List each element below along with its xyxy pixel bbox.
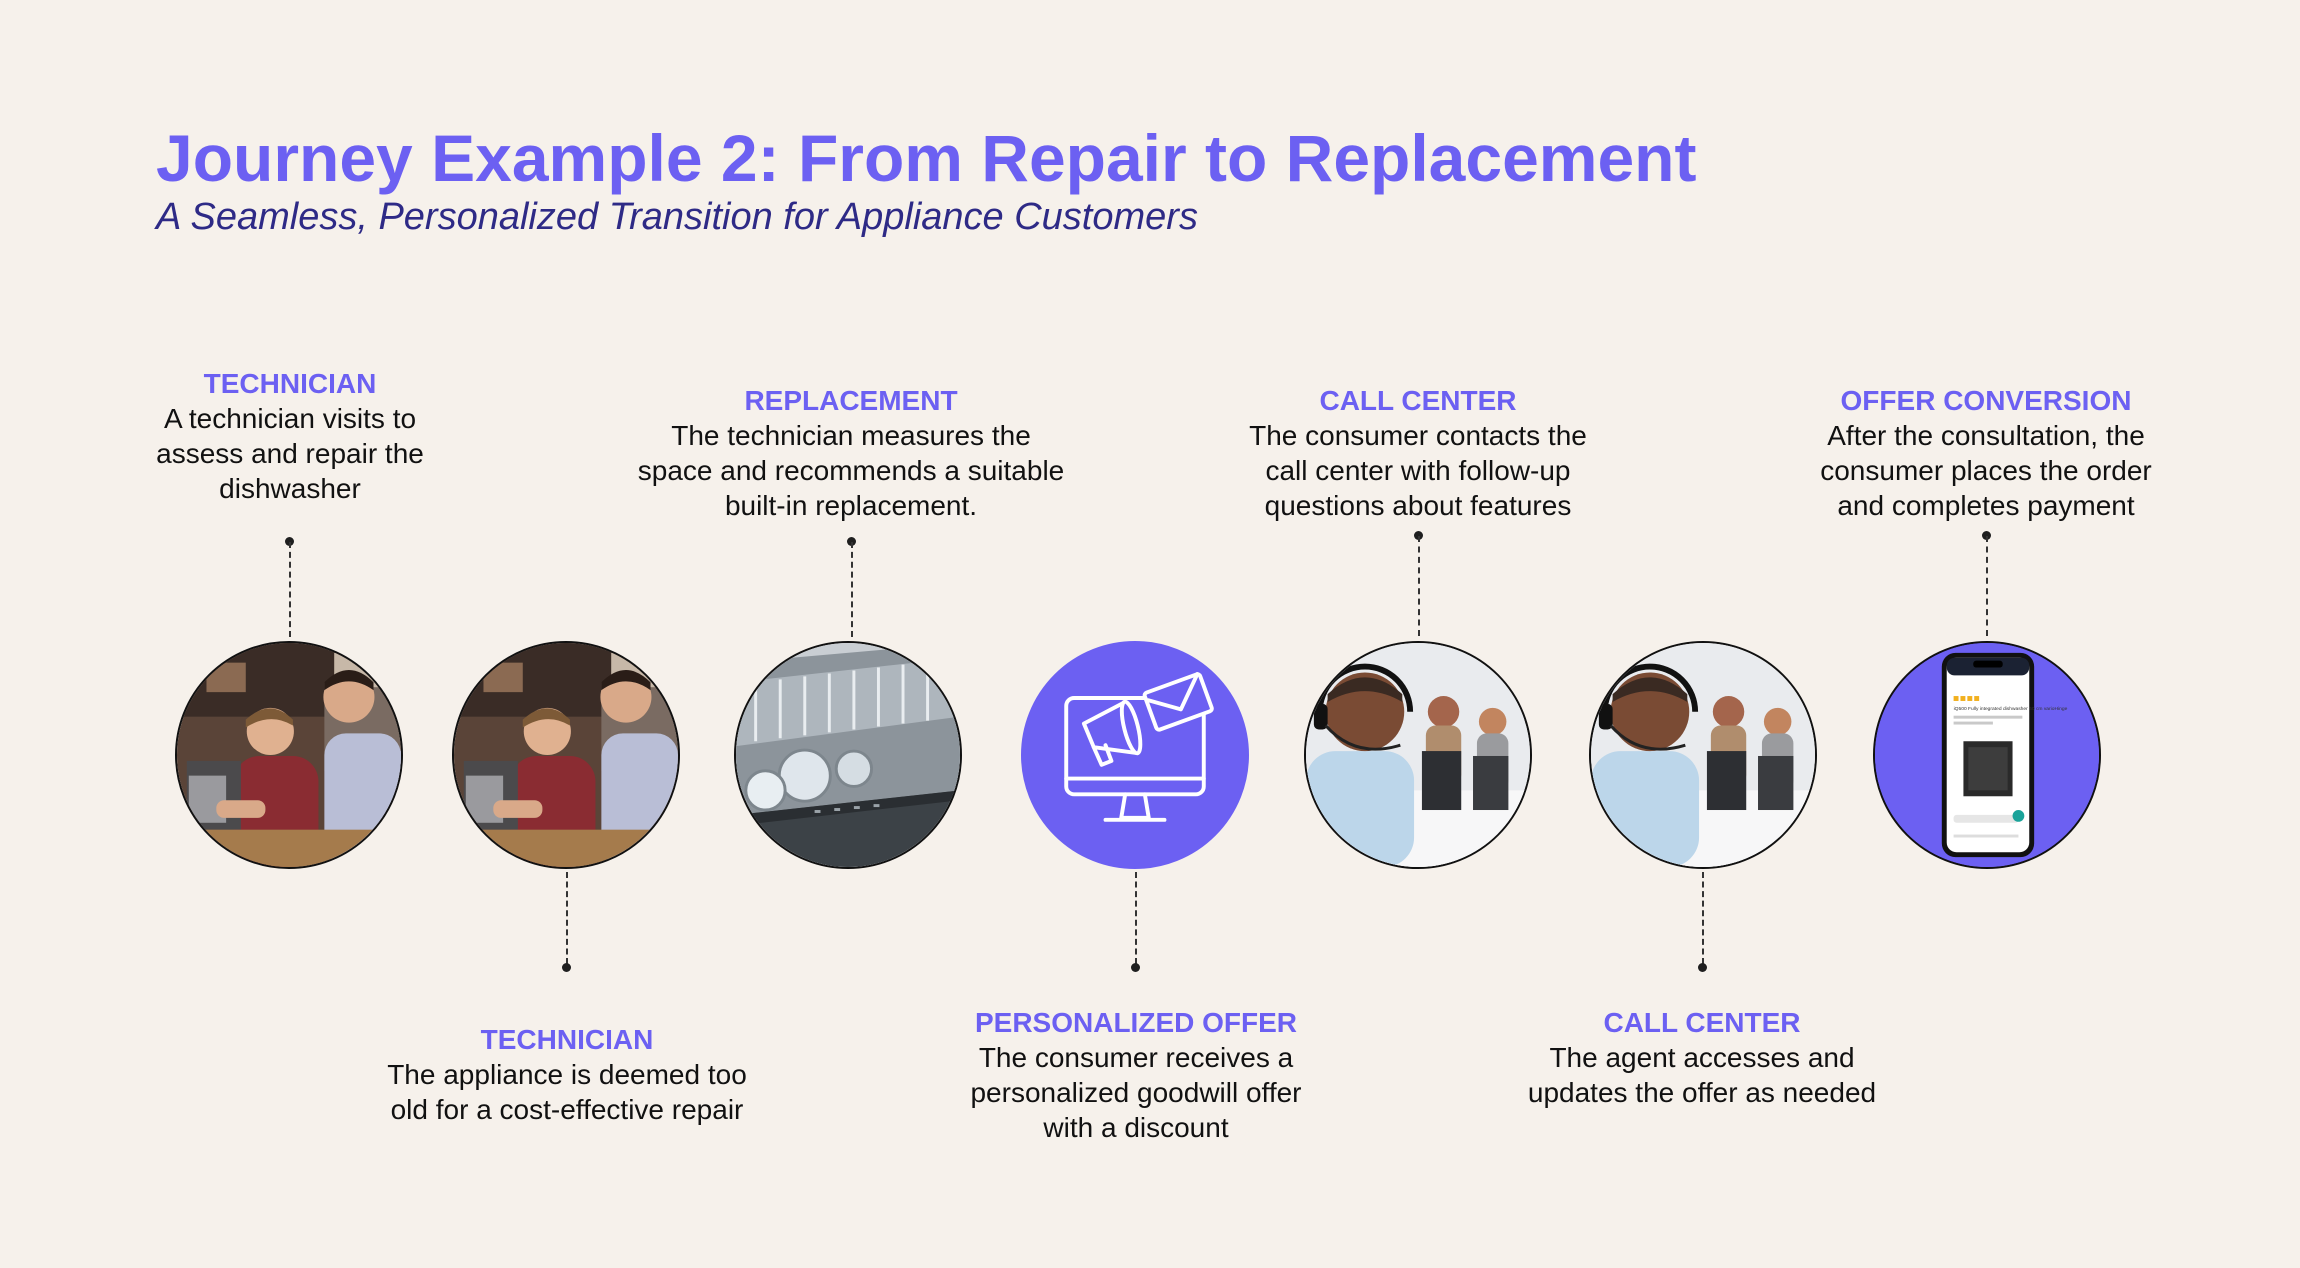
step-2-technician-image <box>452 641 680 869</box>
step-2-connector-dot <box>562 963 571 972</box>
step-6-call-center-image <box>1589 641 1817 869</box>
dishwasher-photo <box>736 643 960 867</box>
page-subtitle: A Seamless, Personalized Transition for … <box>156 196 1198 238</box>
step-1-connector-line <box>289 542 291 637</box>
step-5-heading: CALL CENTER <box>1319 385 1517 416</box>
step-3-text: The technician measures the space and re… <box>637 420 1065 521</box>
step-7-connector-line <box>1986 536 1988 636</box>
step-4-text: The consumer receives a personalized goo… <box>970 1042 1302 1143</box>
step-3-dishwasher-image <box>734 641 962 869</box>
step-6-heading: CALL CENTER <box>1603 1007 1801 1038</box>
step-2-connector-line <box>566 872 568 964</box>
technician-photo <box>177 643 401 867</box>
step-6-text: The agent accesses and updates the offer… <box>1527 1042 1877 1108</box>
step-7-heading: OFFER CONVERSION <box>1840 385 2132 416</box>
smartphone-photo: iQ500 Fully integrated dishwasher 60 cm … <box>1875 643 2099 867</box>
step-4-offer-image <box>1021 641 1249 869</box>
title-rest: From Repair to Replacement <box>797 121 1697 195</box>
step-7-label: OFFER CONVERSION After the consultation,… <box>1766 384 2206 523</box>
megaphone-monitor-icon <box>1064 672 1214 822</box>
step-7-connector-dot <box>1982 531 1991 540</box>
step-5-label: CALL CENTER The consumer contacts the ca… <box>1198 384 1638 523</box>
call-center-photo <box>1591 643 1815 867</box>
page-title: Journey Example 2: From Repair to Replac… <box>156 118 1696 198</box>
step-1-text: A technician visits to assess and repair… <box>156 403 424 504</box>
step-5-connector-dot <box>1414 531 1423 540</box>
step-2-label: TECHNICIAN The appliance is deemed too o… <box>347 1023 787 1127</box>
step-3-heading: REPLACEMENT <box>744 385 958 416</box>
step-7-text: After the consultation, the consumer pla… <box>1820 420 2152 521</box>
technician-photo <box>454 643 678 867</box>
step-2-text: The appliance is deemed too old for a co… <box>387 1059 747 1125</box>
step-7-smartphone-image: iQ500 Fully integrated dishwasher 60 cm … <box>1873 641 2101 869</box>
step-5-text: The consumer contacts the call center wi… <box>1249 420 1587 521</box>
step-1-technician-image <box>175 641 403 869</box>
step-3-connector-dot <box>847 537 856 546</box>
step-1-heading: TECHNICIAN <box>203 368 377 399</box>
step-4-connector-dot <box>1131 963 1140 972</box>
step-4-connector-line <box>1135 872 1137 964</box>
step-5-connector-line <box>1418 536 1420 636</box>
step-2-heading: TECHNICIAN <box>480 1024 654 1055</box>
title-bold: Journey Example 2: <box>156 121 780 195</box>
step-5-call-center-image <box>1304 641 1532 869</box>
step-4-label: PERSONALIZED OFFER The consumer receives… <box>916 1006 1356 1145</box>
phone-product-text: iQ500 Fully integrated dishwasher 60 cm … <box>1954 706 2068 712</box>
step-6-label: CALL CENTER The agent accesses and updat… <box>1482 1006 1922 1110</box>
call-center-photo <box>1306 643 1530 867</box>
step-3-label: REPLACEMENT The technician measures the … <box>631 384 1071 523</box>
step-3-connector-line <box>851 542 853 637</box>
step-4-heading: PERSONALIZED OFFER <box>974 1007 1297 1038</box>
step-1-connector-dot <box>285 537 294 546</box>
step-1-label: TECHNICIAN A technician visits to assess… <box>70 367 510 506</box>
step-6-connector-dot <box>1698 963 1707 972</box>
step-6-connector-line <box>1702 872 1704 964</box>
